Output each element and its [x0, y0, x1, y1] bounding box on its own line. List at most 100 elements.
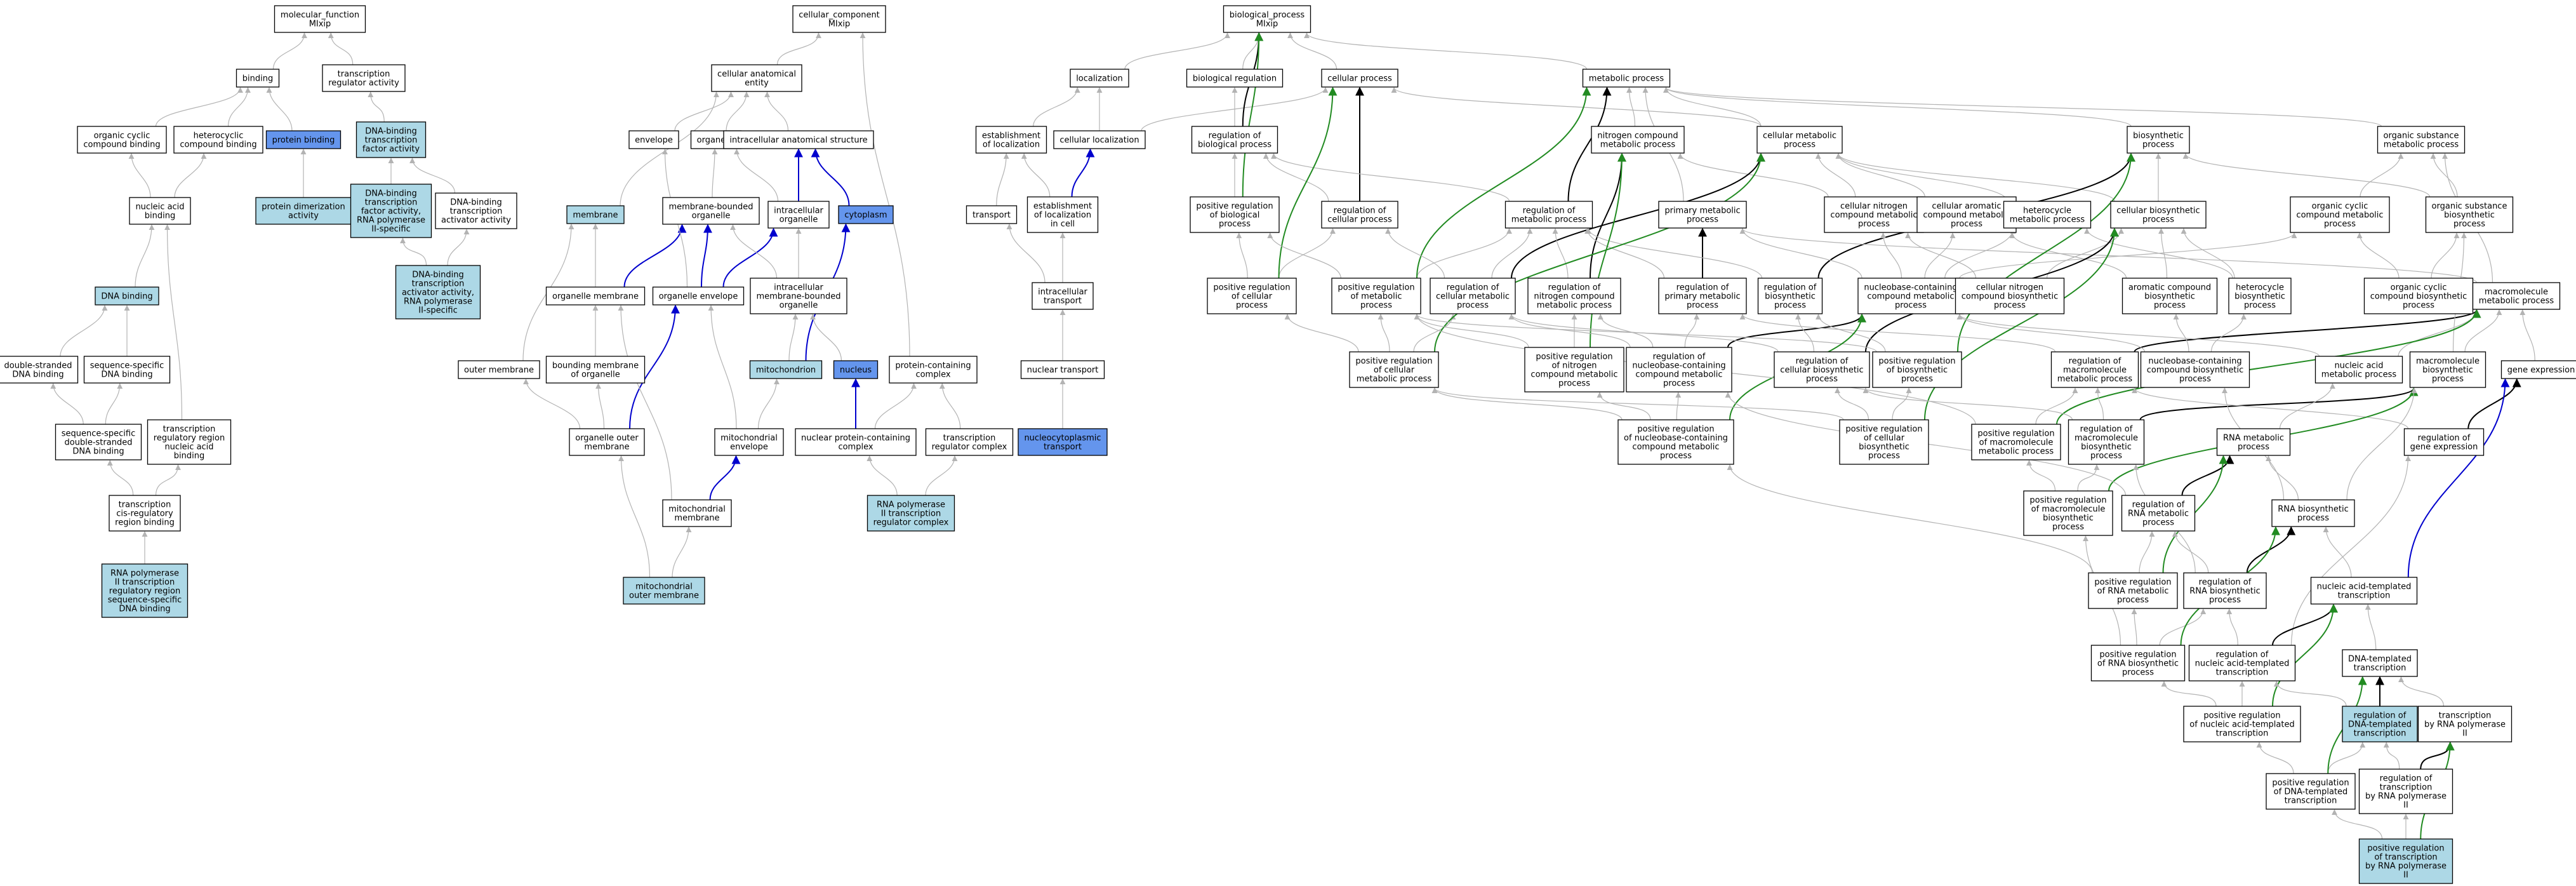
- node-label-line: transcription: [119, 500, 171, 510]
- node-label-line: transcription: [2354, 664, 2407, 673]
- node-box: [129, 197, 191, 225]
- node-label-line: intracellular anatomical structure: [729, 136, 867, 145]
- edge-cae-to-cc: [776, 32, 821, 65]
- edge-prcp-to-prbp: [1236, 232, 1248, 279]
- node-box: [1504, 201, 1593, 229]
- node-label: DNA binding: [101, 292, 152, 302]
- node-label-line: factor activity,: [361, 207, 421, 217]
- node-label-line: macromolecule: [2416, 357, 2480, 366]
- node-label-line: of organelle: [571, 370, 620, 380]
- node-label-line: bounding membrane: [552, 361, 639, 371]
- node-label-line: of nitrogen: [1551, 361, 1597, 371]
- node-label-line: positive regulation: [1536, 352, 1612, 362]
- node-label-line: protein binding: [272, 136, 335, 145]
- edge-pb-to-binding: [266, 87, 293, 131]
- node-label-line: nitrogen compound: [1597, 131, 1678, 141]
- node-label-line: II: [2403, 871, 2408, 880]
- node-label-line: DNA binding: [101, 370, 152, 380]
- node-label: envelope: [635, 136, 673, 145]
- node-box: [1658, 278, 1747, 314]
- node-label-line: nucleic acid-templated: [2195, 659, 2290, 669]
- edge-prmmp-to-mmp: [2056, 309, 2481, 425]
- edge-nab-to-occb: [128, 153, 151, 198]
- node-box: [236, 69, 280, 88]
- edge-it-to-transport: [1006, 224, 1046, 283]
- node-label-line: RNA metabolic: [2223, 434, 2284, 443]
- node-box: [1582, 69, 1671, 88]
- node-label-line: membrane-bounded: [756, 292, 840, 302]
- node-label-line: process: [1663, 379, 1695, 389]
- edge-prdtt-to-prnatt: [2256, 742, 2294, 774]
- edge-rnbcmp-to-rcmp: [1508, 314, 1631, 348]
- node-box: [866, 495, 955, 532]
- node-label-line: biological process: [1198, 140, 1271, 150]
- edge-nucleus-to-imbo: [810, 314, 842, 361]
- node-box: [2003, 201, 2092, 229]
- node-label-line: nuclear transport: [1027, 366, 1099, 375]
- edge-organelle-to-cae: [726, 91, 750, 131]
- node-label: cellular process: [1327, 74, 1392, 84]
- node-box: [795, 428, 917, 456]
- node-label-line: biological regulation: [1193, 74, 1277, 84]
- edge-ssdsdb-to-ssdb: [105, 383, 123, 425]
- node-box: [1026, 196, 1099, 233]
- edge-natt-to-rnabp: [2323, 527, 2352, 578]
- edge-imbo-to-mbo: [730, 224, 778, 279]
- edge-tcrrb-to-ssdsdb: [107, 460, 134, 496]
- node-label: mitochondrion: [756, 366, 816, 375]
- node-label-line: sequence-specific: [62, 429, 135, 439]
- edge-prrnabp-to-rrnabp: [2159, 608, 2207, 646]
- node-label-line: organic cyclic: [94, 131, 150, 141]
- edge-rmp-to-mp: [1567, 86, 1612, 202]
- node-label-line: regulatory region: [109, 587, 180, 596]
- edge-rtbrp2-to-rdtt: [2383, 742, 2400, 770]
- node-label-line: process: [2117, 596, 2149, 605]
- node-box: [975, 126, 1047, 154]
- node-label-line: process: [2179, 375, 2211, 384]
- node-label-line: cis-regulatory: [116, 509, 173, 519]
- node-label-line: heterocycle: [2236, 283, 2284, 293]
- node-box: [2121, 495, 2196, 532]
- node-box: [2409, 351, 2486, 388]
- node-box: [1020, 360, 1105, 379]
- node-label-line: metabolic process: [1600, 140, 1676, 150]
- edge-rp2trc-to-trc: [925, 455, 958, 496]
- node-box: [1191, 126, 1278, 154]
- node-box: [750, 278, 847, 314]
- edge-ncmp-to-mp: [1626, 87, 1636, 127]
- node-box: [628, 130, 679, 149]
- node-label-line: DNA binding: [72, 447, 124, 457]
- node-label-line: by RNA polymerase: [2365, 862, 2447, 871]
- node-label-line: process: [2052, 523, 2084, 532]
- node-label-line: binding: [145, 211, 175, 221]
- node-label-line: process: [1360, 301, 1392, 311]
- node-box: [1349, 351, 1439, 388]
- edge-loc-to-bp: [1124, 32, 1230, 70]
- node-label-line: regulation of: [2199, 578, 2252, 587]
- node-label-line: by RNA polymerase: [2365, 792, 2447, 802]
- node-box: [2342, 649, 2418, 677]
- node-label-line: heterocycle: [2023, 206, 2071, 216]
